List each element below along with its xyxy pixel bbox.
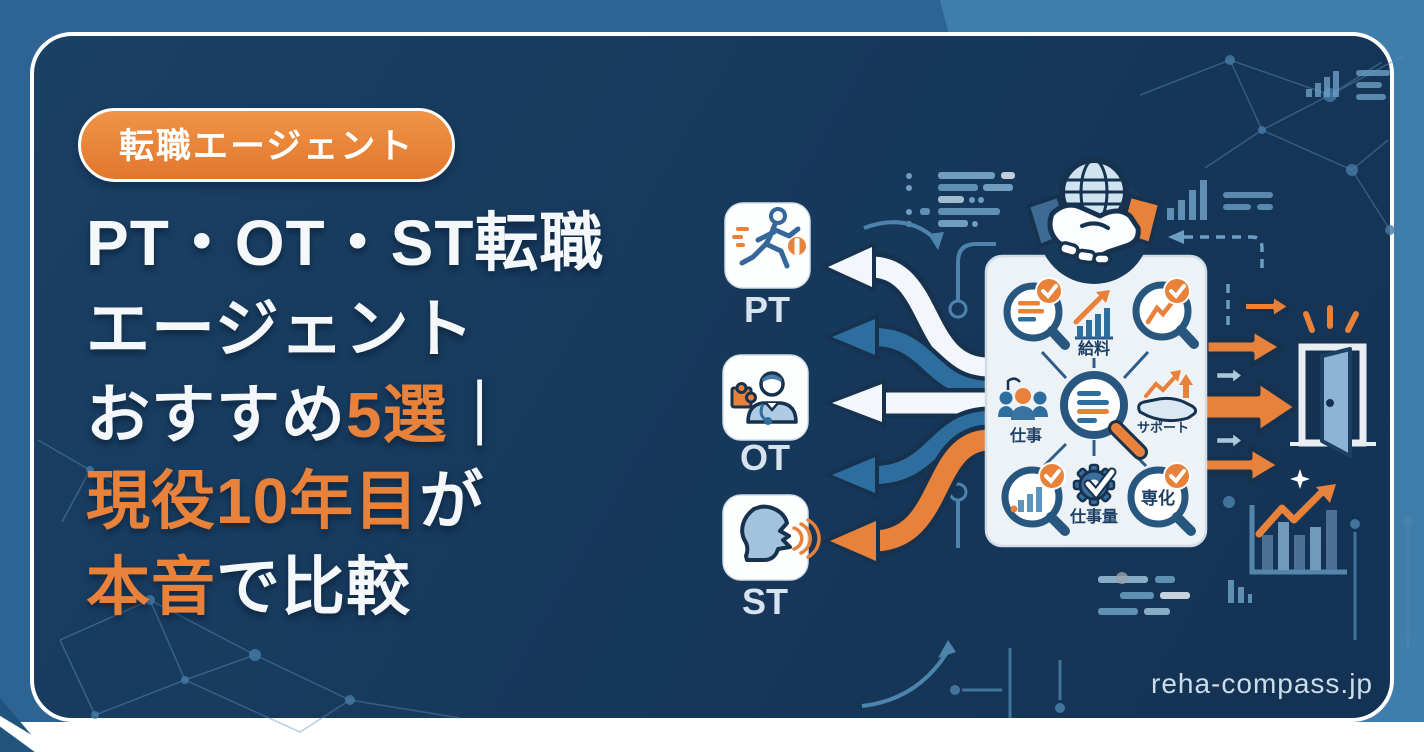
- salary-label: 給料: [1078, 339, 1110, 358]
- speech-head-icon: [740, 504, 821, 562]
- code-lines-top: [906, 172, 1015, 227]
- network-nodes: [86, 55, 1395, 719]
- therapist-puzzle-icon: [730, 371, 798, 425]
- page-title: PT・OT・ST転職 エージェント おすすめ5選｜ 現役10年目が 本音で比較: [86, 200, 604, 630]
- pt-label: PT: [744, 289, 790, 330]
- mini-bar-chart-top: [1167, 180, 1207, 220]
- salary-bar-chart-icon: [1073, 290, 1113, 340]
- work-label: 仕事: [1009, 426, 1042, 445]
- dashed-circuit: [1168, 230, 1264, 330]
- check-badge-icon: [1163, 462, 1191, 490]
- workload-label: 仕事量: [1069, 507, 1118, 526]
- comparison-clipboard: 専化 給料 仕事 サポート 仕事量: [984, 172, 1208, 548]
- text-lines-right: [1223, 192, 1273, 210]
- door-rays: [1303, 305, 1359, 333]
- team-icon: [998, 377, 1048, 420]
- ot-label: OT: [740, 437, 790, 478]
- growth-chart-icon: [1228, 484, 1347, 603]
- check-badge-icon: [1035, 277, 1063, 305]
- title-line-4: 現役10年目が: [86, 465, 485, 537]
- profession-card-st: ST: [722, 494, 821, 622]
- specialty-label: 専化: [1141, 488, 1175, 508]
- title-line-3: おすすめ5選｜: [86, 379, 513, 451]
- check-badge-icon: [1163, 277, 1191, 305]
- circuit-lines-bottom: [950, 496, 1413, 718]
- category-badge-label: 転職エージェント: [119, 127, 415, 166]
- arrows-to-door: [1199, 293, 1300, 486]
- mini-bar-chart-corner: [1306, 70, 1390, 100]
- title-line-2: エージェント: [86, 293, 475, 365]
- bottom-white-strip: [0, 722, 1424, 752]
- curved-connector-arrows: [861, 220, 996, 708]
- code-lines-bottom: [1098, 576, 1190, 615]
- title-line-5: 本音で比較: [86, 551, 411, 623]
- st-label: ST: [742, 581, 788, 622]
- site-url: reha-compass.jp: [1151, 668, 1373, 699]
- clipboard-connector-lines: [1040, 350, 1150, 468]
- open-door-icon: [1290, 305, 1376, 489]
- profession-card-ot: OT: [722, 354, 809, 478]
- running-person-icon: [732, 207, 806, 269]
- gear-check-icon: [1072, 463, 1117, 507]
- category-badge: 転職エージェント: [78, 108, 456, 182]
- title-line-1: PT・OT・ST転職: [86, 207, 605, 279]
- sparkle-icon: [1290, 469, 1310, 489]
- arrows-to-professions: [820, 241, 1006, 567]
- mini-bars-bottom: [1228, 580, 1252, 603]
- handshake-globe-icon: [1026, 157, 1162, 266]
- support-label: サポート: [1137, 420, 1189, 435]
- magnifier-center-icon: [1060, 371, 1148, 460]
- profession-card-pt: PT: [724, 202, 811, 330]
- support-hand-icon: [1137, 370, 1198, 423]
- check-badge-icon: [1038, 462, 1066, 490]
